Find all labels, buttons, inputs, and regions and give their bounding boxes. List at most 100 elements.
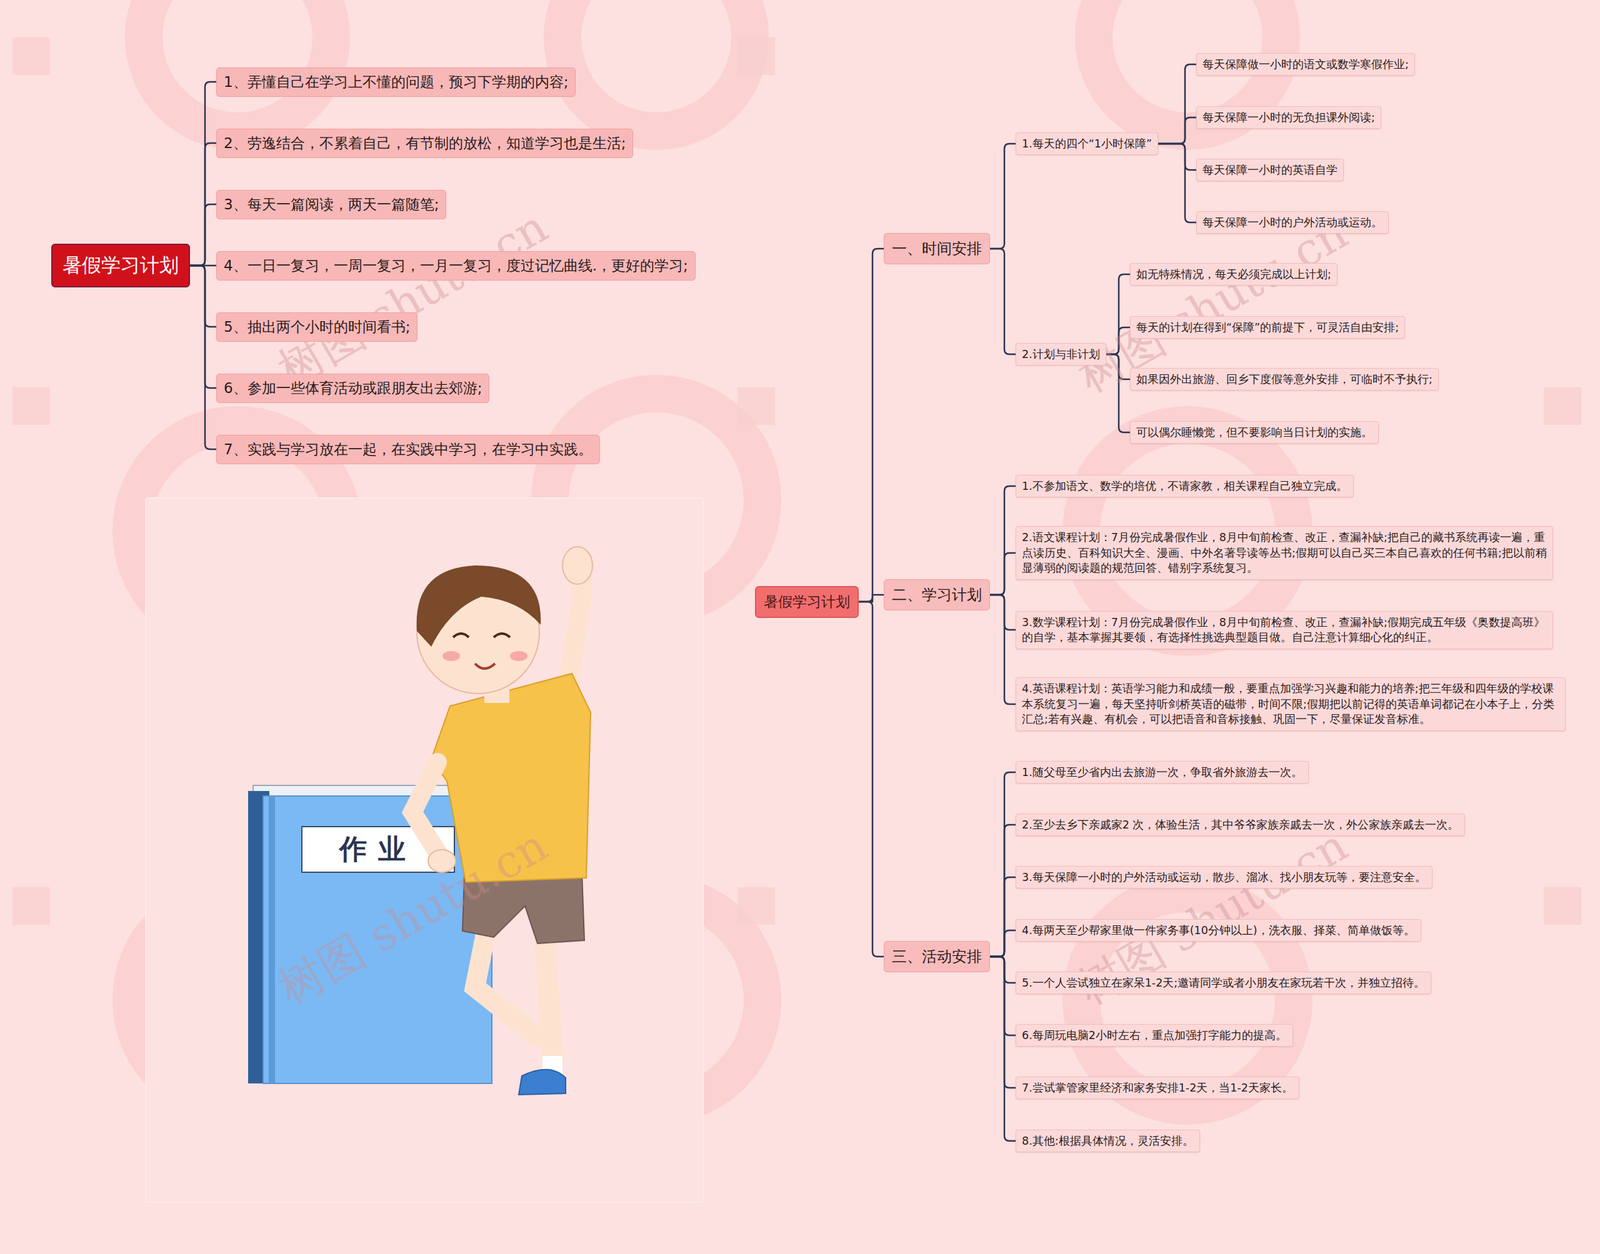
topic-text: 5、抽出两个小时的时间看书; [223, 317, 410, 337]
tree-connector [190, 204, 217, 266]
tree-connector [190, 81, 217, 266]
topic-text: 6、参加一些体育活动或跟朋友出去郊游; [223, 378, 482, 399]
leaf-topic: 每天保障做一小时的语文或数学寒假作业; [1196, 53, 1415, 76]
topic-text: 4、一日一复习，一周一复习，一月一复习，度过记忆曲线.，更好的学习; [223, 256, 689, 276]
topic-box: 4、一日一复习，一周一复习，一月一复习，度过记忆曲线.，更好的学习; [216, 251, 696, 281]
topic-text: 1.每天的四个“1小时保障” [1021, 136, 1152, 152]
branch-topic: 一、时间安排 [883, 233, 990, 265]
topic-text: 4.每两天至少帮家里做一件家务事(10分钟以上)，洗衣服、择菜、简单做饭等。 [1021, 923, 1415, 939]
tree-connector [1158, 143, 1197, 170]
branch-topic: 二、学习计划 [883, 579, 990, 611]
tree-connector [1106, 354, 1130, 433]
topic-text: 7.尝试掌管家里经济和家务安排1-2天，当1-2天家长。 [1021, 1080, 1294, 1096]
leaf-topic: 4.每两天至少帮家里做一件家务事(10分钟以上)，洗衣服、择菜、简单做饭等。 [1015, 919, 1422, 942]
tree-connector [990, 595, 1016, 630]
tree-connector [990, 143, 1016, 249]
topic-text: 2.至少去乡下亲戚家2 次，体验生活，其中爷爷家族亲戚去一次，外公家族亲戚去一次… [1021, 817, 1459, 833]
tree-connector [190, 143, 217, 266]
leaf-topic: 7.尝试掌管家里经济和家务安排1-2天，当1-2天家长。 [1015, 1076, 1300, 1100]
topic-text: 每天保障一小时的英语自学 [1202, 162, 1338, 178]
leaf-topic: 每天保障一小时的无负担课外阅读; [1196, 106, 1382, 129]
tree-connector [190, 265, 217, 389]
leaf-topic: 如果因外出旅游、回乡下度假等意外安排，可临时不予执行; [1130, 368, 1439, 391]
tree-connector [990, 930, 1016, 957]
topic-text: 2.计划与非计划 [1021, 346, 1100, 362]
tree-connector [858, 601, 884, 957]
leaf-topic: 可以偶尔睡懒觉，但不要影响当日计划的实施。 [1130, 421, 1379, 444]
tree-connector [990, 553, 1016, 595]
topic-text: 1.不参加语文、数学的培优，不请家教，相关课程自己独立完成。 [1021, 478, 1348, 494]
leaf-topic: 2.至少去乡下亲戚家2 次，体验生活，其中爷爷家族亲戚去一次，外公家族亲戚去一次… [1015, 813, 1465, 837]
topic-box: 6、参加一些体育活动或跟朋友出去郊游; [216, 373, 490, 404]
topic-text: 1、弄懂自己在学习上不懂的问题，预习下学期的内容; [223, 72, 569, 92]
leaf-topic: 8.其他:根据具体情况，灵活安排。 [1015, 1130, 1200, 1153]
tree-connector [990, 595, 1016, 705]
topic-text: 8.其他:根据具体情况，灵活安排。 [1021, 1133, 1194, 1149]
tree-connector [990, 956, 1016, 1036]
leaf-topic: 每天保障一小时的户外活动或运动。 [1196, 211, 1389, 234]
topic-text: 可以偶尔睡懒觉，但不要影响当日计划的实施。 [1136, 425, 1373, 440]
topic-text: 二、学习计划 [891, 585, 982, 605]
leaf-topic: 如无特殊情况，每天必须完成以上计划; [1130, 263, 1338, 286]
tree-connector [990, 956, 1016, 1089]
tree-connector [1158, 64, 1197, 144]
tree-connector [990, 956, 1016, 1142]
topic-text: 如果因外出旅游、回乡下度假等意外安排，可临时不予执行; [1136, 371, 1433, 387]
topic-text: 每天保障一小时的户外活动或运动。 [1202, 215, 1383, 230]
homework-book [248, 785, 492, 1084]
book-label-text: 作业 [339, 831, 417, 869]
topic-text: 2、劳逸结合，不累着自己，有节制的放松，知道学习也是生活; [223, 133, 626, 154]
topic-text: 暑假学习计划 [62, 252, 179, 279]
tree-connector [990, 772, 1016, 957]
leaf-topic: 6.每周玩电脑2小时左右，重点加强打字能力的提高。 [1015, 1024, 1294, 1047]
topic-text: 4.英语课程计划：英语学习能力和成绩一般，要重点加强学习兴趣和能力的培养;把三年… [1021, 681, 1560, 728]
topic-text: 3.数学课程计划：7月份完成暑假作业，8月中旬前检查、改正，查漏补缺;假期完成五… [1021, 615, 1547, 646]
book-label: 作业 [301, 826, 455, 873]
leaf-topic: 1.随父母至少省内出去旅游一次，争取省外旅游去一次。 [1015, 761, 1309, 784]
topic-text: 暑假学习计划 [763, 592, 850, 612]
leaf-topic: 每天保障一小时的英语自学 [1196, 158, 1344, 182]
tree-connector [990, 825, 1016, 957]
topic-box: 5、抽出两个小时的时间看书; [216, 312, 418, 342]
tree-connector [1106, 274, 1130, 355]
topic-text: 如无特殊情况，每天必须完成以上计划; [1136, 266, 1332, 282]
topic-text: 6.每周玩电脑2小时左右，重点加强打字能力的提高。 [1021, 1028, 1287, 1044]
topic-box: 7、实践与学习放在一起，在实践中学习，在学习中实践。 [216, 435, 600, 465]
leaf-topic: 4.英语课程计划：英语学习能力和成绩一般，要重点加强学习兴趣和能力的培养;把三年… [1015, 677, 1566, 732]
topic-text: 每天保障做一小时的语文或数学寒假作业; [1202, 56, 1409, 72]
watermark: 树图 shutu.cn [267, 197, 559, 400]
leaf-topic: 1.不参加语文、数学的培优，不请家教，相关课程自己独立完成。 [1015, 475, 1354, 498]
topic-text: 3.每天保障一小时的户外活动或运动，散步、溜冰、找小朋友玩等，要注意安全。 [1021, 870, 1427, 885]
leaf-topic: 3.数学课程计划：7月份完成暑假作业，8月中旬前检查、改正，查漏补缺;假期完成五… [1015, 611, 1554, 650]
tree-connector [990, 956, 1016, 984]
leaf-topic: 2.计划与非计划 [1015, 343, 1107, 366]
topic-text: 每天的计划在得到“保障”的前提下，可灵活自由安排; [1136, 320, 1399, 335]
tree-connector [858, 248, 884, 602]
topic-text: 7、实践与学习放在一起，在实践中学习，在学习中实践。 [223, 440, 593, 460]
leaf-topic: 1.每天的四个“1小时保障” [1015, 132, 1159, 155]
topic-box: 1、弄懂自己在学习上不懂的问题，预习下学期的内容; [216, 67, 576, 97]
leaf-topic: 3.每天保障一小时的户外活动或运动，散步、溜冰、找小朋友玩等，要注意安全。 [1015, 866, 1433, 889]
tree-connector [990, 486, 1016, 595]
tree-connector [1106, 327, 1130, 355]
topic-text: 2.语文课程计划：7月份完成暑假作业，8月中旬前检查、改正，查漏补缺;把自己的藏… [1021, 530, 1547, 577]
image-panel [145, 498, 704, 1203]
root-topic: 暑假学习计划 [755, 586, 859, 619]
branch-topic: 三、活动安排 [883, 941, 990, 973]
leaf-topic: 每天的计划在得到“保障”的前提下，可灵活自由安排; [1130, 316, 1405, 339]
topic-text: 3、每天一篇阅读，两天一篇随笔; [223, 195, 439, 215]
tree-connector [1158, 143, 1197, 223]
tree-connector [190, 265, 217, 450]
tree-connector [990, 877, 1016, 957]
topic-text: 三、活动安排 [891, 946, 982, 967]
tree-connector [858, 595, 884, 602]
leaf-topic: 2.语文课程计划：7月份完成暑假作业，8月中旬前检查、改正，查漏补缺;把自己的藏… [1015, 526, 1554, 580]
topic-text: 每天保障一小时的无负担课外阅读; [1202, 110, 1375, 125]
topic-text: 5.一个人尝试独立在家呆1-2天;邀请同学或者小朋友在家玩若干次，并独立招待。 [1021, 975, 1425, 991]
topic-box: 3、每天一篇阅读，两天一篇随笔; [216, 190, 447, 220]
topic-text: 一、时间安排 [891, 238, 982, 259]
leaf-topic: 5.一个人尝试独立在家呆1-2天;邀请同学或者小朋友在家玩若干次，并独立招待。 [1015, 971, 1432, 995]
root-topic: 暑假学习计划 [51, 243, 190, 288]
tree-connector [190, 265, 217, 327]
tree-connector [990, 248, 1016, 355]
